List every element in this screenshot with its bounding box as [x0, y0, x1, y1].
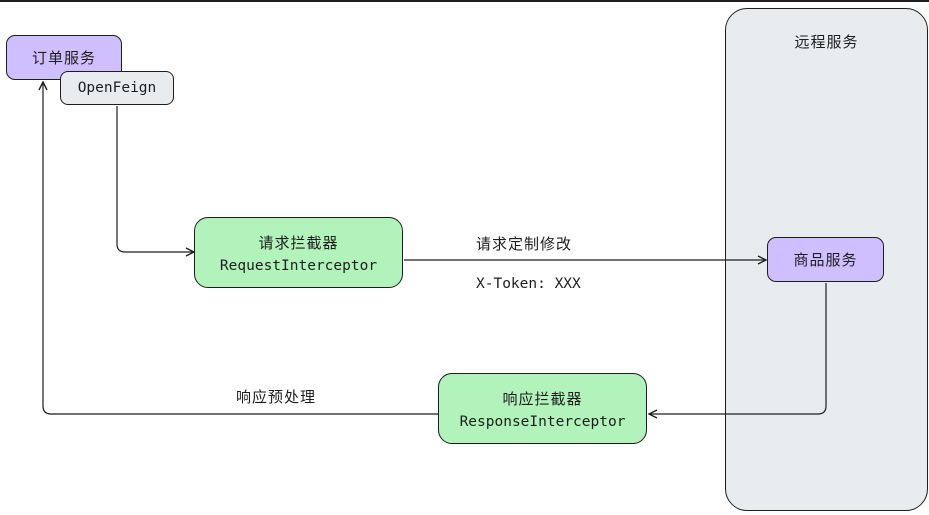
product-to-response-interceptor-arrow	[649, 283, 827, 414]
order-service-label: 订单服务	[31, 49, 96, 67]
token-label: X-Token: XXX	[476, 276, 581, 292]
top-border-line	[0, 0, 929, 2]
response-to-order-arrow	[43, 82, 438, 415]
response-interceptor-node: 响应拦截器 ResponseInterceptor	[438, 373, 647, 444]
openfeign-label: OpenFeign	[77, 80, 157, 96]
request-customize-label: 请求定制修改	[476, 235, 573, 253]
remote-service-title: 远程服务	[794, 33, 859, 51]
openfeign-node: OpenFeign	[60, 71, 174, 105]
response-preprocess-label: 响应预处理	[236, 388, 317, 406]
request-interceptor-node: 请求拦截器 RequestInterceptor	[194, 217, 403, 288]
request-interceptor-name: RequestInterceptor	[219, 257, 378, 274]
openfeign-to-request-interceptor-arrow	[116, 106, 194, 252]
request-interceptor-title: 请求拦截器	[258, 233, 339, 252]
response-interceptor-name: ResponseInterceptor	[459, 413, 626, 430]
product-service-node: 商品服务	[767, 237, 884, 282]
product-service-label: 商品服务	[793, 251, 858, 269]
response-interceptor-title: 响应拦截器	[502, 389, 583, 408]
